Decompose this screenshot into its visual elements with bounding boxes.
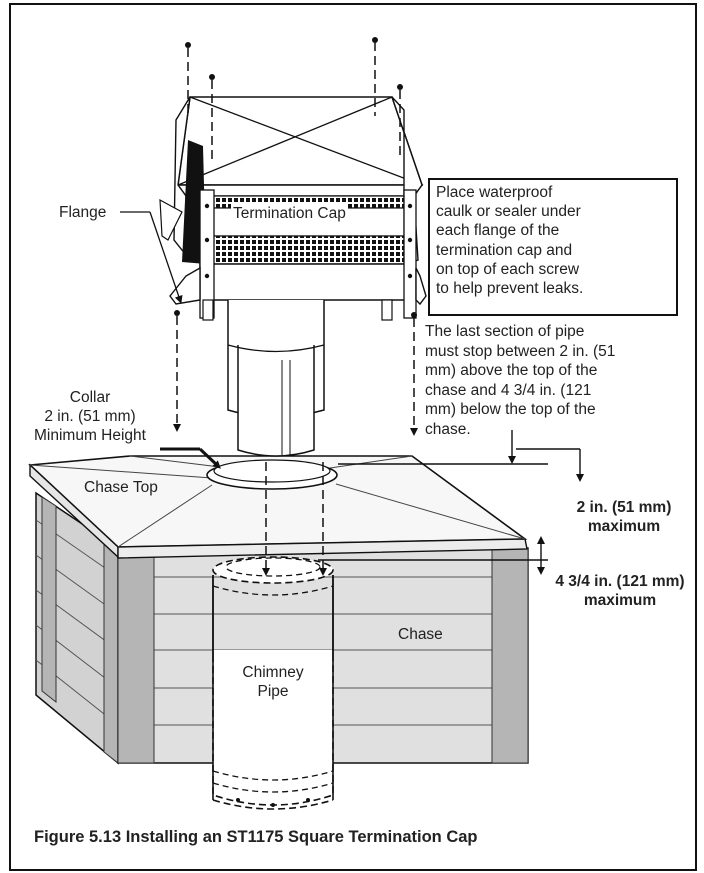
note-line: termination cap and	[436, 241, 573, 259]
note-line: each flange of the	[436, 222, 560, 240]
lower-dimension-line: 4 3/4 in. (121 mm)	[555, 573, 685, 590]
note-line: Place waterproof	[436, 184, 553, 201]
note-line: caulk or sealer under	[436, 203, 581, 221]
figure-caption: Figure 5.13 Installing an ST1175 Square …	[34, 828, 478, 846]
flange-label: Flange	[59, 204, 107, 221]
upper-dimension-line: maximum	[587, 518, 661, 535]
screw-guides	[173, 42, 418, 576]
chimney-pipe	[212, 556, 334, 810]
chase-label: Chase	[398, 626, 443, 643]
chimney-pipe-label-line: Chimney	[242, 664, 304, 681]
chase-top	[28, 455, 528, 559]
upper-dimension-line: 2 in. (51 mm)	[576, 499, 672, 516]
chimney-pipe-label-line: Pipe	[257, 683, 289, 700]
right-flange	[415, 267, 427, 306]
screws	[174, 37, 417, 318]
termination-cap-label: Termination Cap	[231, 204, 348, 223]
note-line: to help prevent leaks.	[436, 280, 584, 298]
figure-frame	[9, 3, 697, 871]
chase-top-label: Chase Top	[84, 479, 158, 496]
chimney-pipe-label: Chimney Pipe	[223, 663, 323, 701]
pipe-note-line: must stop between 2 in. (51	[425, 342, 616, 360]
collar-label-line: Minimum Height	[34, 427, 146, 444]
pipe-note-line: chase.	[425, 420, 471, 438]
pipe-note-line: mm) above the top of the	[425, 362, 598, 380]
lower-dimension-label: 4 3/4 in. (121 mm) maximum	[548, 572, 692, 610]
leaders	[120, 211, 584, 575]
left-flange	[169, 266, 201, 305]
collar-label-line: 2 in. (51 mm)	[44, 408, 136, 425]
pipe-note-line: chase and 4 3/4 in. (121	[425, 381, 592, 399]
collar-label-line: Collar	[69, 389, 111, 406]
note-line: on top of each screw	[436, 260, 580, 278]
caulk-note-box: Place waterproof caulk or sealer under e…	[428, 178, 678, 316]
pipe-height-note: The last section of pipe must stop betwe…	[425, 322, 615, 440]
collar-label: Collar 2 in. (51 mm) Minimum Height	[20, 388, 160, 445]
pipe-note-line: The last section of pipe	[425, 323, 585, 340]
lower-dimension-line: maximum	[583, 592, 657, 609]
termination-cap	[159, 96, 427, 457]
upper-dimension-label: 2 in. (51 mm) maximum	[558, 498, 690, 536]
pipe-note-line: mm) below the top of the	[425, 401, 596, 419]
